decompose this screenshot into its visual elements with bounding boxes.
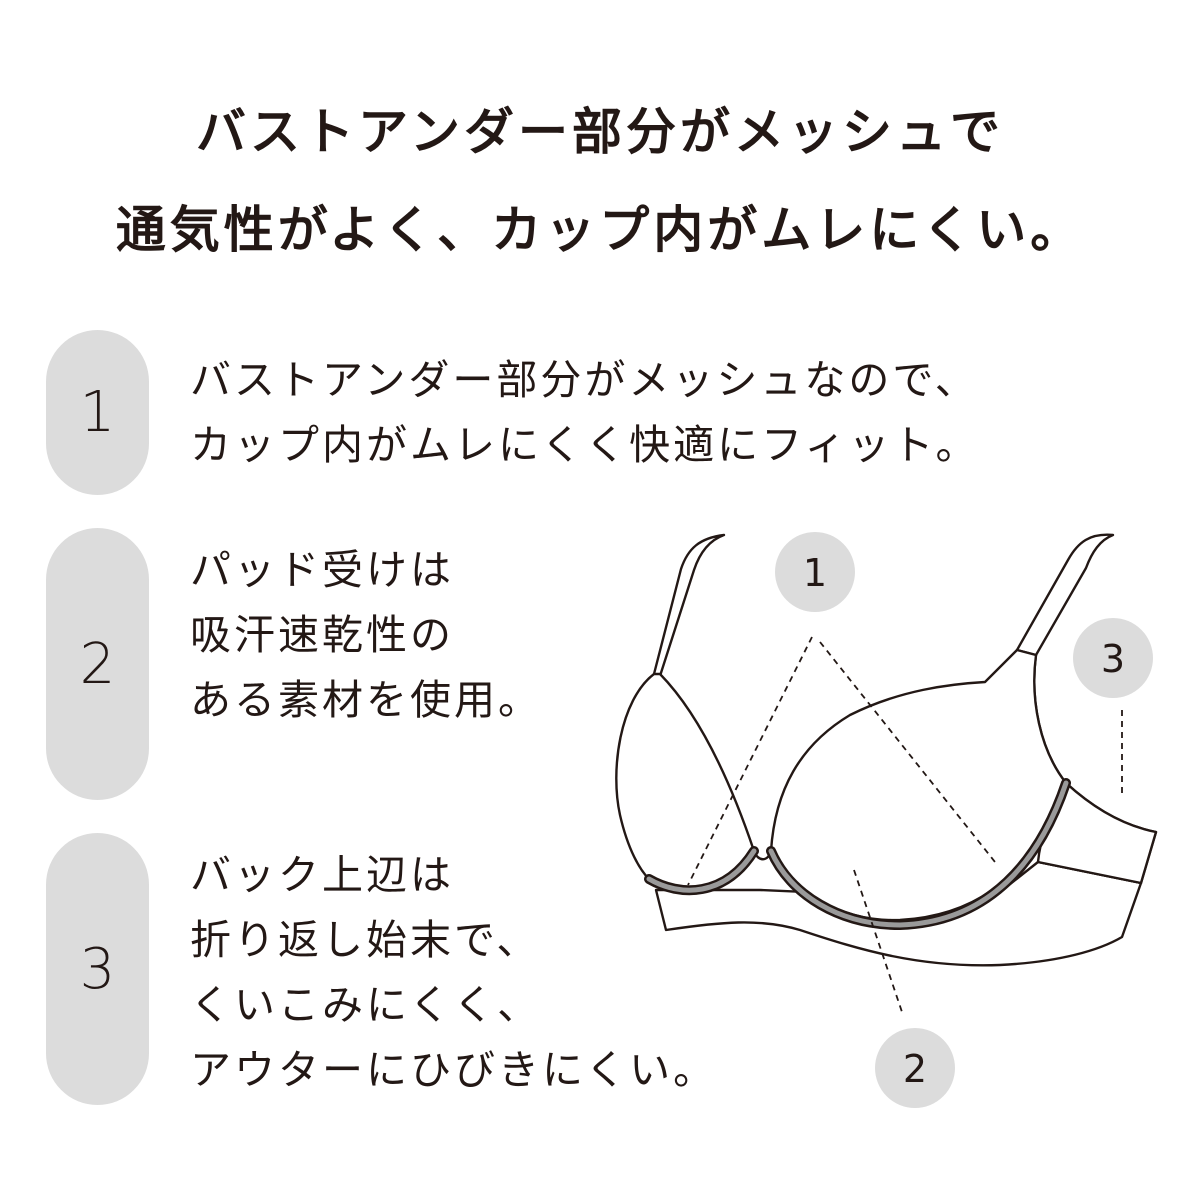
leader-line-1b: [819, 641, 996, 863]
left-cup: [615, 672, 756, 890]
leader-line-1a: [687, 636, 813, 886]
feature-text-line: パッド受けは: [190, 546, 454, 594]
feature-text-3: バック上辺は 折り返し始末で、 くいこみにくく、 アウターにひびきにくい。: [190, 843, 717, 1103]
feature-text-line: 折り返し始末で、: [190, 916, 541, 964]
feature-number-badge-1: 1: [46, 330, 149, 495]
feature-text-line: 吸汗速乾性の: [190, 611, 454, 659]
left-strap: [652, 533, 726, 678]
callout-2: 2: [875, 1028, 955, 1108]
callout-label: 1: [803, 551, 827, 595]
callout-label: 3: [1101, 637, 1125, 681]
feature-text-1: バストアンダー部分がメッシュなので、 カップ内がムレにくく快適にフィット。: [190, 348, 980, 478]
callout-1: 1: [775, 532, 855, 612]
headline-line-2: 通気性がよく、カップ内がムレにくい。: [115, 200, 1085, 259]
callout-label: 2: [903, 1047, 927, 1091]
callout-3: 3: [1073, 618, 1153, 698]
feature-number-badge-2: 2: [46, 528, 149, 800]
leader-line-2: [853, 869, 903, 1013]
feature-text-line: アウターにひびきにくい。: [190, 1046, 718, 1094]
feature-text-line: バストアンダー部分がメッシュなので、: [190, 356, 979, 404]
feature-text-line: ある素材を使用。: [190, 676, 542, 724]
feature-text-line: バック上辺は: [190, 851, 454, 899]
right-strap: [1015, 533, 1115, 657]
feature-number-badge-3: 3: [46, 833, 149, 1105]
headline-line-1: バストアンダー部分がメッシュで: [196, 102, 1004, 161]
feature-text-line: くいこみにくく、: [190, 981, 542, 1029]
feature-text-2: パッド受けは 吸汗速乾性の ある素材を使用。: [190, 538, 542, 733]
feature-text-line: カップ内がムレにくく快適にフィット。: [190, 421, 980, 469]
